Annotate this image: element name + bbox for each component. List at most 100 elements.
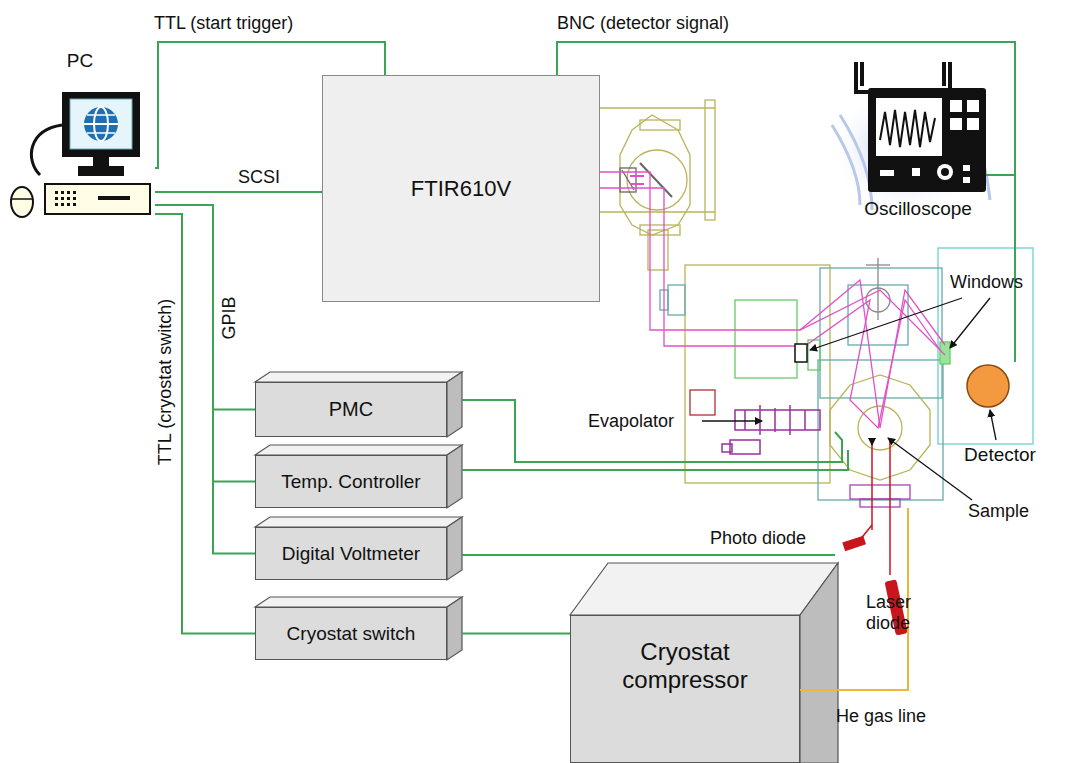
part-label: He gas line (836, 706, 926, 727)
drawing-stroke (963, 177, 970, 183)
window-mark (795, 344, 807, 362)
part-label: Sample (968, 501, 1029, 522)
drawing-stroke (730, 440, 760, 454)
signal-wire (155, 205, 255, 554)
wire-label: TTL (cryostat switch) (155, 297, 176, 467)
drawing-stroke (447, 445, 462, 508)
drawing-stroke (55, 191, 76, 206)
node-label: PC (67, 50, 93, 72)
drawing-stroke (800, 280, 945, 428)
signal-wire (155, 191, 322, 193)
signal-wire (155, 205, 255, 482)
device-box: Temp. Controller (255, 455, 447, 508)
drawing-stroke (888, 438, 972, 500)
drawing-stroke (640, 163, 672, 197)
wire-label: GPIB (219, 294, 240, 341)
compressor-box: Cryostat compressor (570, 615, 800, 763)
drawing-stroke (600, 188, 940, 428)
node-label: Detector (964, 444, 1036, 466)
wire-label: TTL (start trigger) (152, 13, 295, 34)
chamber-wires (462, 400, 848, 555)
drawing-stroke (55, 203, 58, 206)
drawing-stroke (950, 298, 990, 348)
drawing-stroke (588, 107, 715, 108)
drawing-stroke (45, 184, 150, 214)
node-label: Digital Voltmeter (282, 543, 420, 565)
drawing-stroke (87, 132, 115, 134)
drawing-stroke (860, 499, 900, 507)
signal-wire (986, 175, 1015, 362)
drawing-stroke (255, 445, 462, 455)
wire-label: SCSI (236, 167, 282, 188)
drawing-stroke (255, 517, 462, 527)
device-box: Digital Voltmeter (255, 527, 447, 580)
drawing-stroke (11, 198, 33, 200)
drawing-stroke (93, 157, 109, 167)
drawing-stroke (735, 300, 797, 378)
drawing-stroke (690, 390, 715, 415)
part-label: Photo diode (710, 528, 806, 549)
drawing-stroke (735, 410, 820, 430)
drawing-stroke (868, 88, 986, 192)
drawing-stroke (73, 203, 76, 206)
drawing-stroke (87, 114, 115, 116)
node-label: PMC (329, 398, 373, 421)
drawing-stroke (810, 298, 962, 350)
leader-lines (702, 298, 996, 500)
part-label: Evapolator (588, 411, 674, 432)
drawing-stroke (462, 450, 848, 470)
drawing-stroke (67, 203, 70, 206)
photo-diode (842, 536, 866, 551)
node-label: Cryostat switch (287, 623, 416, 645)
drawing-stroke (84, 123, 118, 125)
drawing-stroke (462, 400, 842, 462)
detector-element (967, 365, 1009, 407)
drawing-stroke (722, 444, 732, 452)
drawing-stroke (950, 100, 962, 112)
drawing-stroke (84, 107, 118, 141)
drawing-stroke (630, 176, 644, 184)
drawing-stroke (937, 164, 953, 180)
drawing-stroke (889, 440, 891, 575)
drawing-stroke (685, 265, 830, 483)
signal-wire (557, 42, 1015, 362)
drawing-stroke (640, 120, 680, 130)
pc-icon (11, 92, 150, 217)
drawing-stroke (73, 191, 76, 194)
drawing-stroke (789, 405, 791, 435)
drawing-stroke (950, 118, 962, 130)
signal-wire (462, 633, 570, 635)
drawing-stroke (967, 118, 979, 130)
drawing-stroke (774, 408, 776, 432)
signal-wire (155, 214, 255, 634)
drawing-stroke (67, 191, 70, 194)
drawing-stroke (55, 191, 58, 194)
box-3d-faces (255, 372, 838, 763)
vacuum-chamber (588, 100, 950, 507)
wire-label: BNC (detector signal) (555, 13, 731, 34)
drawing-stroke (912, 168, 920, 176)
drawing-stroke (31, 125, 62, 175)
drawing-stroke (877, 258, 878, 320)
drawing-stroke (67, 197, 70, 200)
drawing-stroke (255, 597, 462, 607)
drawing-stroke (880, 110, 935, 147)
detector-node: Detector (955, 362, 1045, 466)
drawing-stroke (702, 420, 762, 421)
drawing-stroke (61, 191, 64, 194)
drawing-stroke (11, 187, 33, 217)
drawing-stroke (73, 197, 76, 200)
drawing-stroke (55, 197, 58, 200)
drawing-stroke (648, 230, 668, 270)
drawing-stroke (462, 554, 835, 556)
drawing-stroke (744, 410, 746, 430)
device-box: PMC (255, 382, 447, 437)
drawing-stroke (447, 372, 462, 437)
drawing-stroke (967, 100, 979, 112)
oscilloscope-node: Oscilloscope (838, 58, 998, 220)
drawing-stroke (570, 563, 838, 615)
detector-housing (938, 248, 1033, 444)
laser-path (859, 440, 890, 575)
node-label: FTIR610V (411, 176, 511, 201)
part-label: Windows (950, 272, 1023, 293)
